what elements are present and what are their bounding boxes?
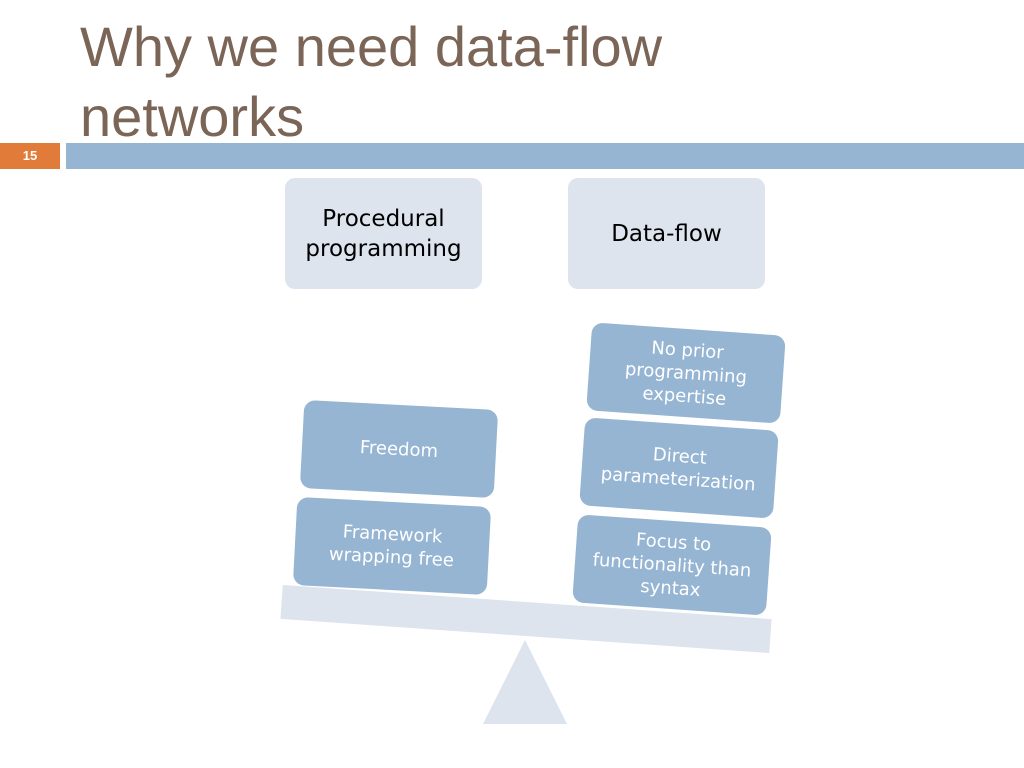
data-flow-header: Data-flow	[568, 178, 765, 289]
weight-focus-to-functionality: Focus to functionality than syntax	[572, 514, 772, 616]
slide-title: Why we need data-flow networks	[80, 12, 980, 152]
procedural-programming-header: Procedural programming	[285, 178, 482, 289]
header-bar	[66, 143, 1024, 169]
data-flow-header-line-1: Data-flow	[611, 220, 722, 247]
weight-direct-parameterization: Direct parameterization	[579, 417, 779, 519]
slide-number: 15	[0, 143, 60, 169]
procedural-header-line-1: Procedural	[322, 205, 445, 232]
weight-freedom: Freedom	[299, 399, 499, 499]
fulcrum-triangle	[483, 640, 567, 724]
slide-title-line-1: Why we need data-flow	[80, 15, 663, 78]
weight-freedom-line-1: Freedom	[359, 436, 439, 462]
procedural-header-line-2: programming	[305, 235, 462, 262]
slide-title-line-2: networks	[80, 85, 305, 148]
weight-no-prior-programming-expertise: No prior programming expertise	[586, 322, 786, 424]
weight-framework-wrapping-free: Framework wrapping free	[292, 496, 492, 596]
